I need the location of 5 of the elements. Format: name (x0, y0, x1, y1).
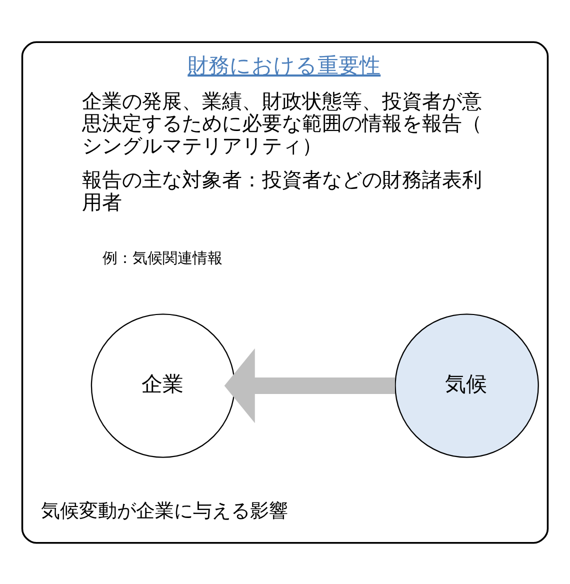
label: 例：気候関連情報 (102, 248, 223, 267)
node-circle: 気候 (394, 313, 539, 458)
label: 気候変動が企業に与える影響 (41, 500, 288, 522)
node-circle: 企業 (90, 313, 236, 458)
arrow (224, 348, 395, 423)
